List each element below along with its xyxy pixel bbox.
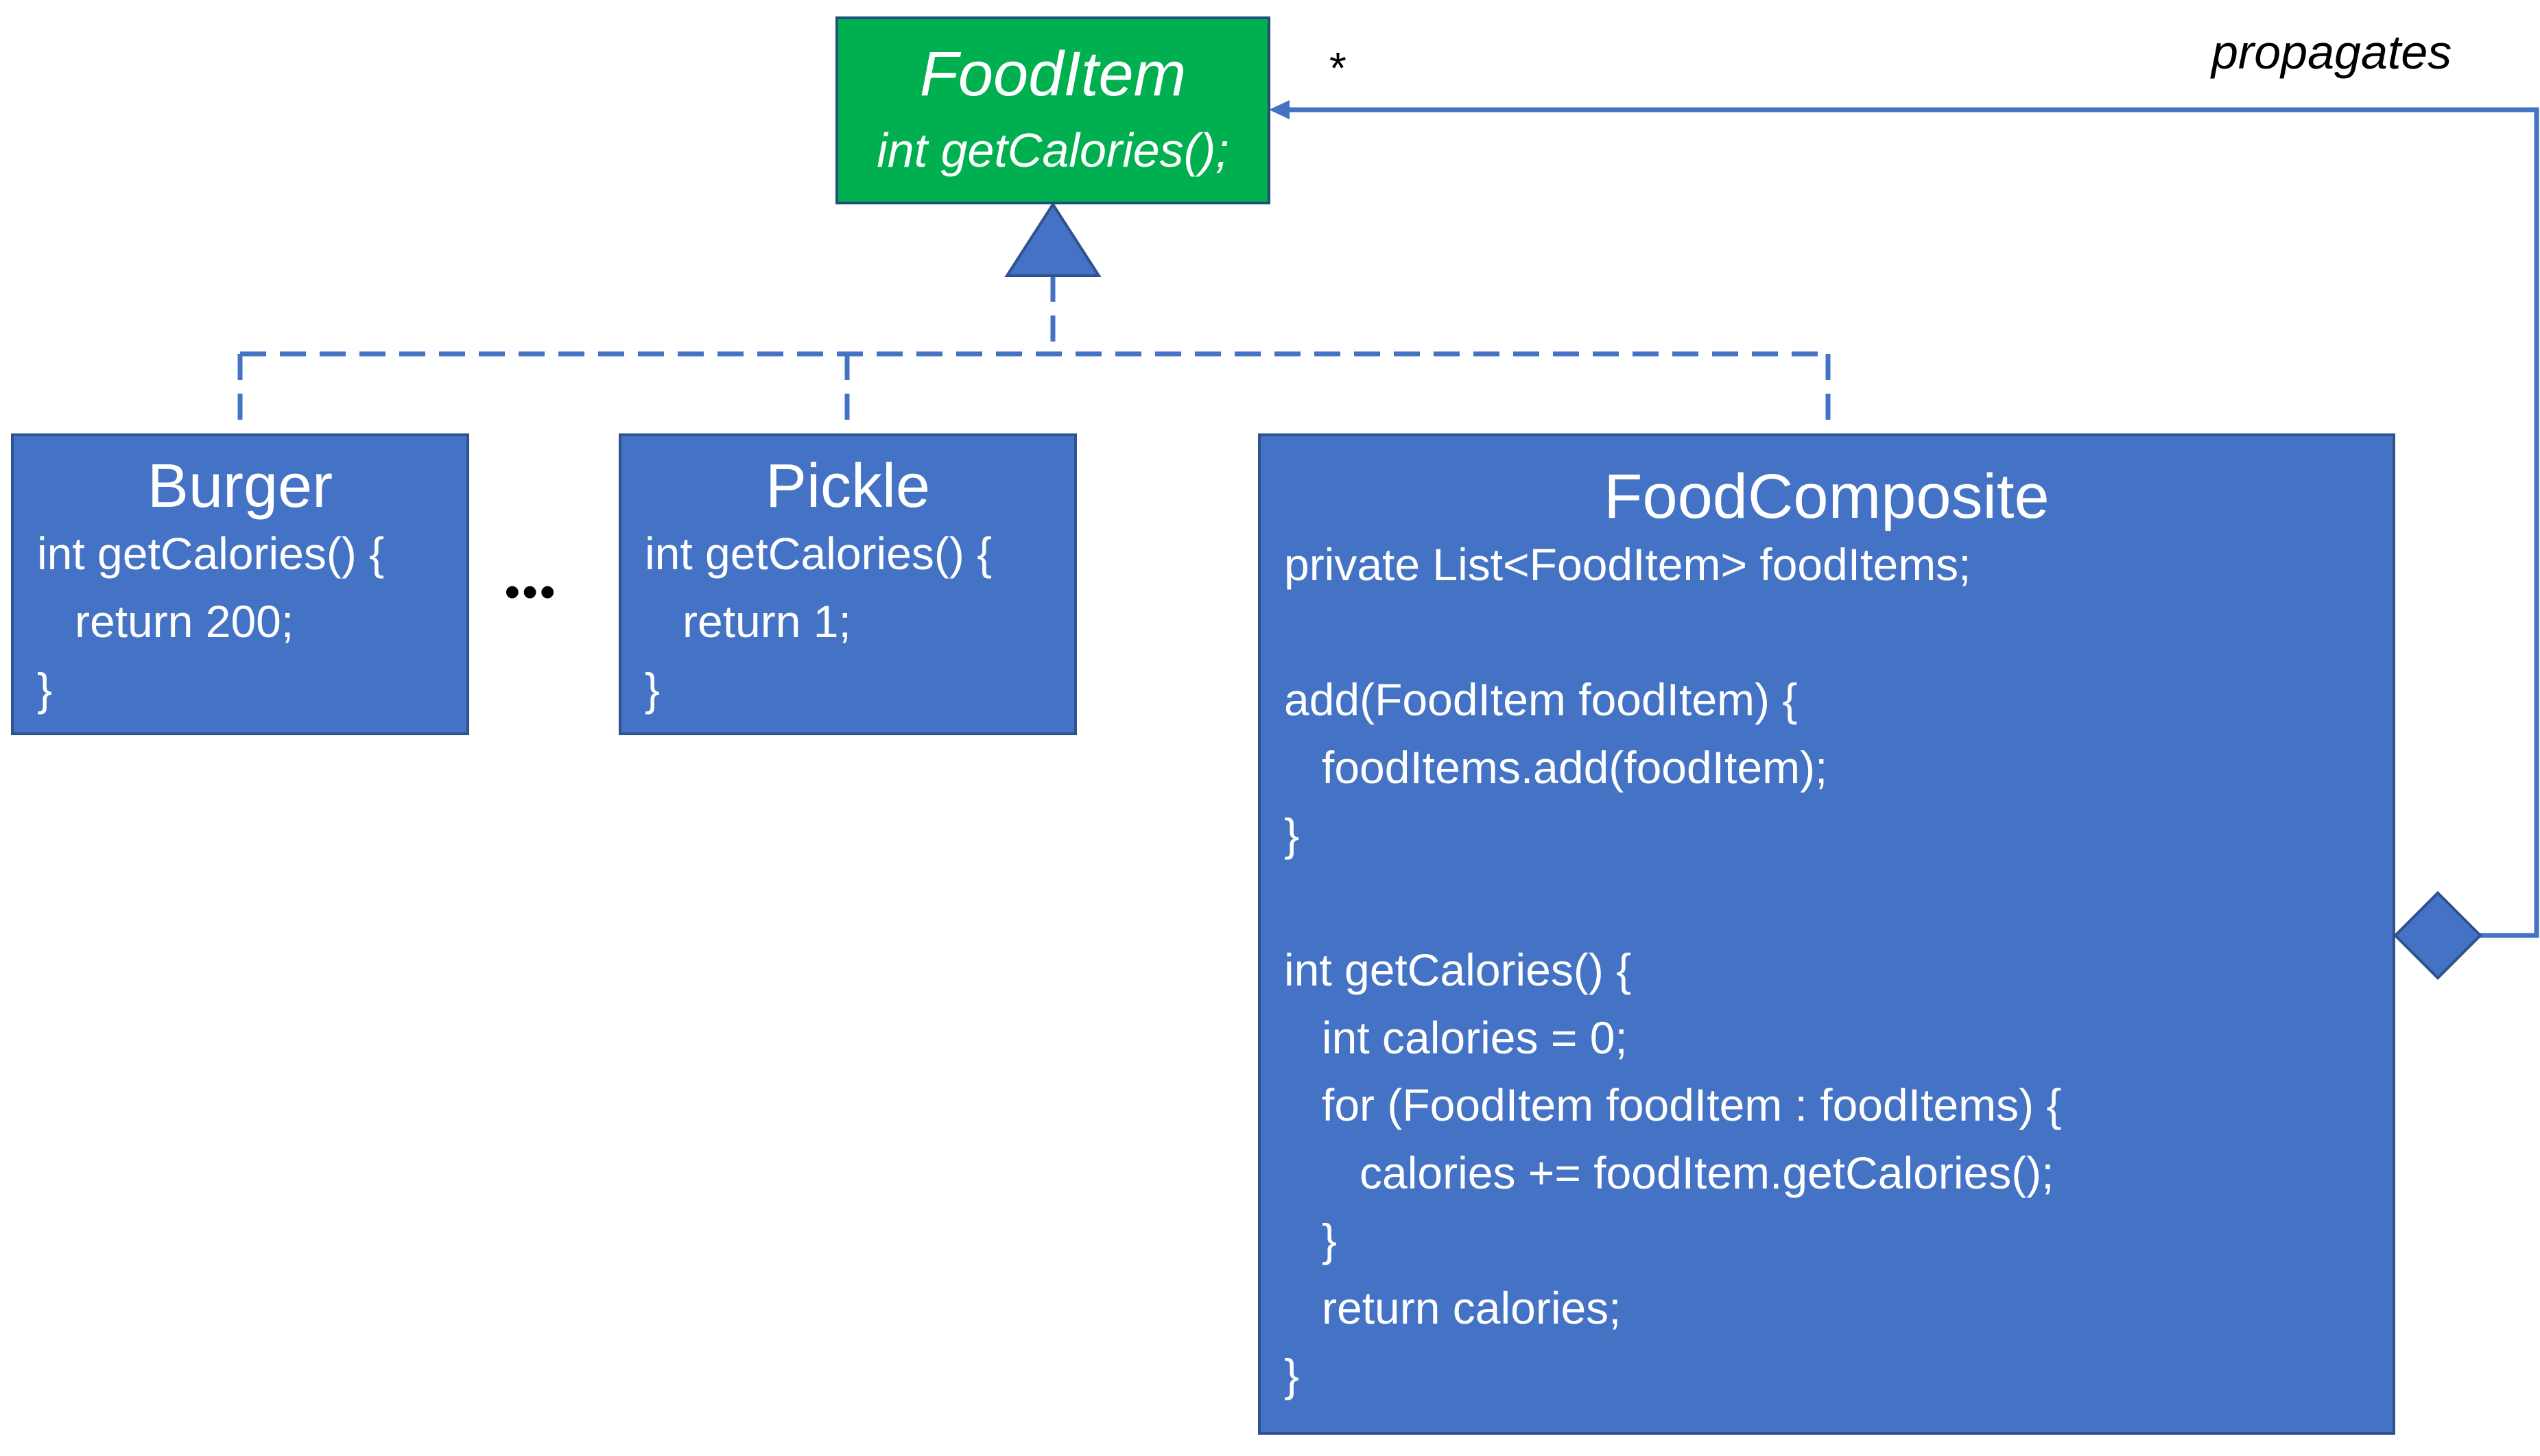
association-multiplicity: *	[1329, 43, 1346, 93]
pickle-class-code: int getCalories() { return 1; }	[645, 528, 993, 715]
realization-arrowhead	[1004, 202, 1102, 277]
fooditem-interface-name: FoodItem	[919, 39, 1187, 109]
burger-class-name: Burger	[147, 452, 333, 521]
pickle-class-name: Pickle	[765, 452, 931, 521]
pickle-class-box: Pickle int getCalories() { return 1; }	[619, 433, 1077, 735]
burger-class-code: int getCalories() { return 200; }	[37, 528, 385, 715]
association-label: propagates	[2211, 25, 2452, 79]
foodcomposite-class-code: private List<FoodItem> foodItems; add(Fo…	[1284, 539, 2062, 1400]
foodcomposite-class-name: FoodComposite	[1604, 462, 2050, 532]
realization-connector	[237, 276, 1831, 433]
burger-class-box: Burger int getCalories() { return 200; }	[11, 433, 469, 735]
aggregation-diamond	[2393, 891, 2482, 980]
fooditem-interface-method: int getCalories();	[877, 123, 1229, 177]
aggregation-arrowhead	[1269, 100, 1290, 119]
aggregation-connector	[1277, 107, 2539, 938]
more-classes-ellipsis: •••	[505, 569, 558, 616]
foodcomposite-class-box: FoodComposite private List<FoodItem> foo…	[1258, 433, 2395, 1435]
fooditem-interface-box: FoodItem int getCalories();	[835, 16, 1270, 204]
